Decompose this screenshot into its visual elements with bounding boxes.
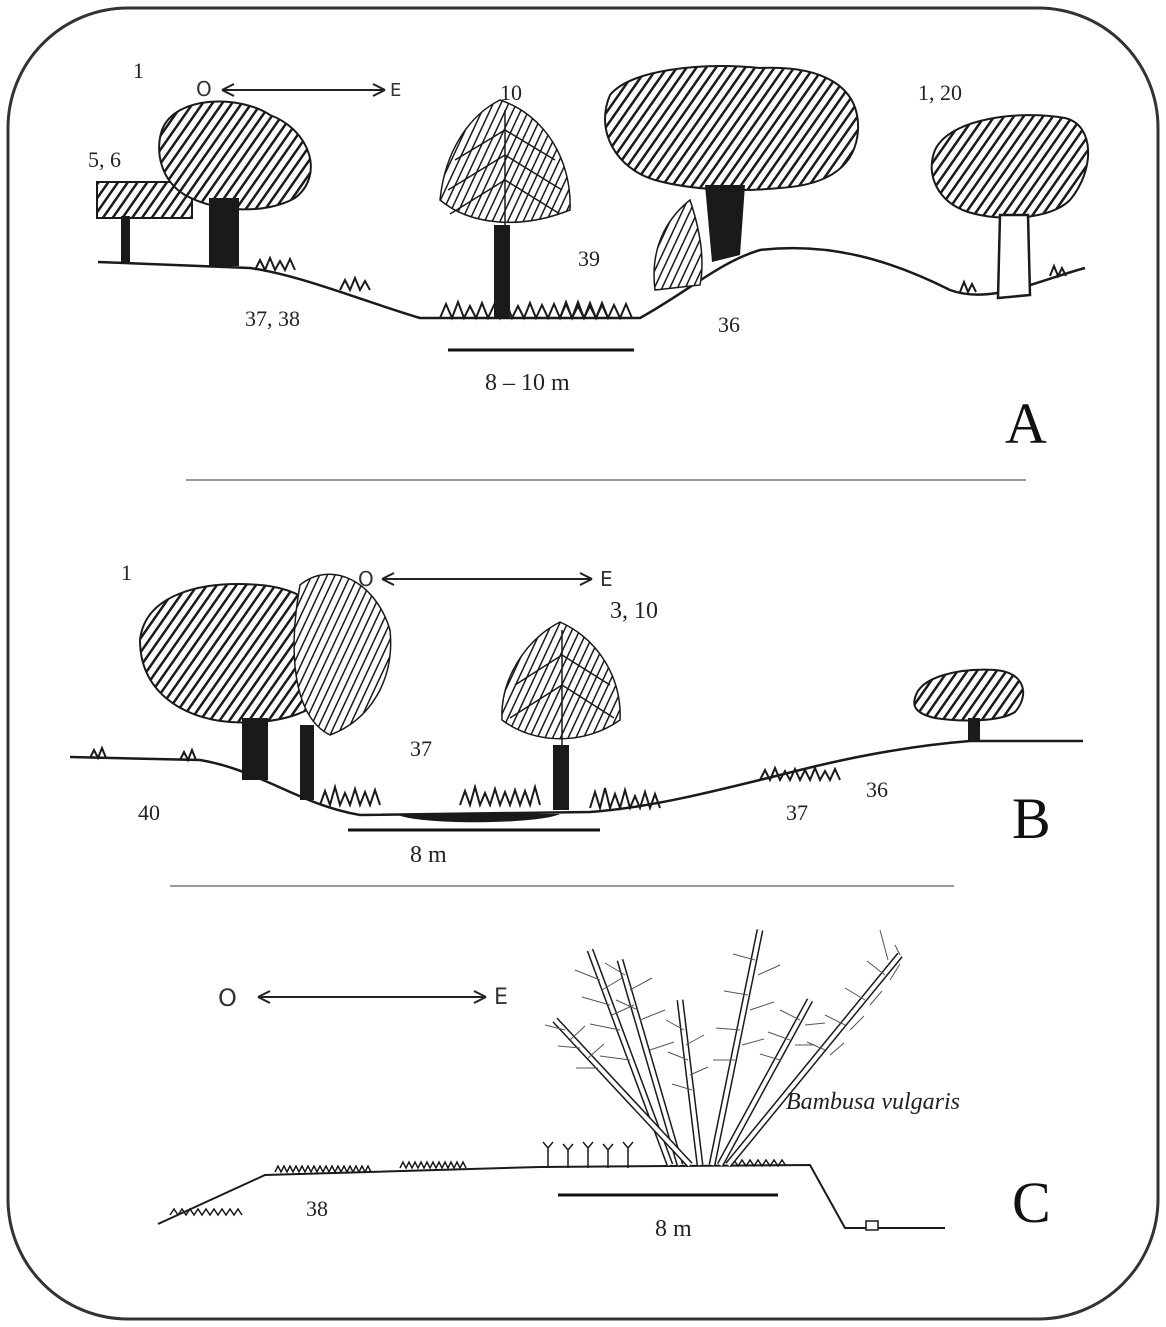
tree-small-trunk-a xyxy=(121,216,130,262)
palm-back-trunk-b xyxy=(300,725,314,800)
scale-label-c: 8 m xyxy=(655,1216,692,1242)
label-tree-left-b: 1 xyxy=(121,560,132,585)
tree-big-trunk-a xyxy=(705,185,745,262)
palm-trunk-b xyxy=(553,745,569,810)
orientation-east-b: E xyxy=(600,567,613,591)
panel-letter-a: A xyxy=(1005,391,1047,456)
label-channel-a: 39 xyxy=(578,246,600,271)
label-tree-right-a: 1, 20 xyxy=(918,80,962,105)
panel-letter-b: B xyxy=(1012,786,1051,851)
orientation-east-a: E xyxy=(390,80,401,101)
scale-label-b: 8 m xyxy=(410,842,447,868)
tree-right-canopy-a xyxy=(932,115,1088,218)
label-tree-small-a: 5, 6 xyxy=(88,147,121,172)
tree-left-trunk-b xyxy=(242,718,268,780)
label-slope-right-a: 36 xyxy=(718,312,740,337)
orientation-west-c: O xyxy=(218,984,237,1012)
label-tree-large-a: 1 xyxy=(133,58,144,83)
label-palm-b: 3, 10 xyxy=(610,598,658,624)
orientation-east-c: E xyxy=(494,985,508,1010)
label-bank-left-b: 40 xyxy=(138,800,160,825)
tree-big-canopy-a xyxy=(605,66,858,190)
label-ground-left-c: 38 xyxy=(306,1196,328,1221)
scale-label-a: 8 – 10 m xyxy=(485,370,570,396)
tree-large-trunk-a xyxy=(209,198,239,266)
label-species-c: Bambusa vulgaris xyxy=(786,1089,960,1115)
label-slope-right-b-b: 36 xyxy=(866,777,888,802)
palm-trunk-a xyxy=(494,225,510,317)
marker-c xyxy=(866,1221,878,1230)
label-slope-left-a: 37, 38 xyxy=(245,306,300,331)
orientation-west-a: O xyxy=(196,77,212,101)
orientation-west-b: O xyxy=(358,567,374,591)
panel-letter-c: C xyxy=(1012,1170,1051,1235)
label-slope-right-a-b: 37 xyxy=(786,800,808,825)
label-palm-a: 10 xyxy=(500,80,522,105)
label-inner-b: 37 xyxy=(410,736,432,761)
tree-far-right-trunk-b xyxy=(968,718,980,742)
tree-right-trunk-a xyxy=(998,215,1030,298)
